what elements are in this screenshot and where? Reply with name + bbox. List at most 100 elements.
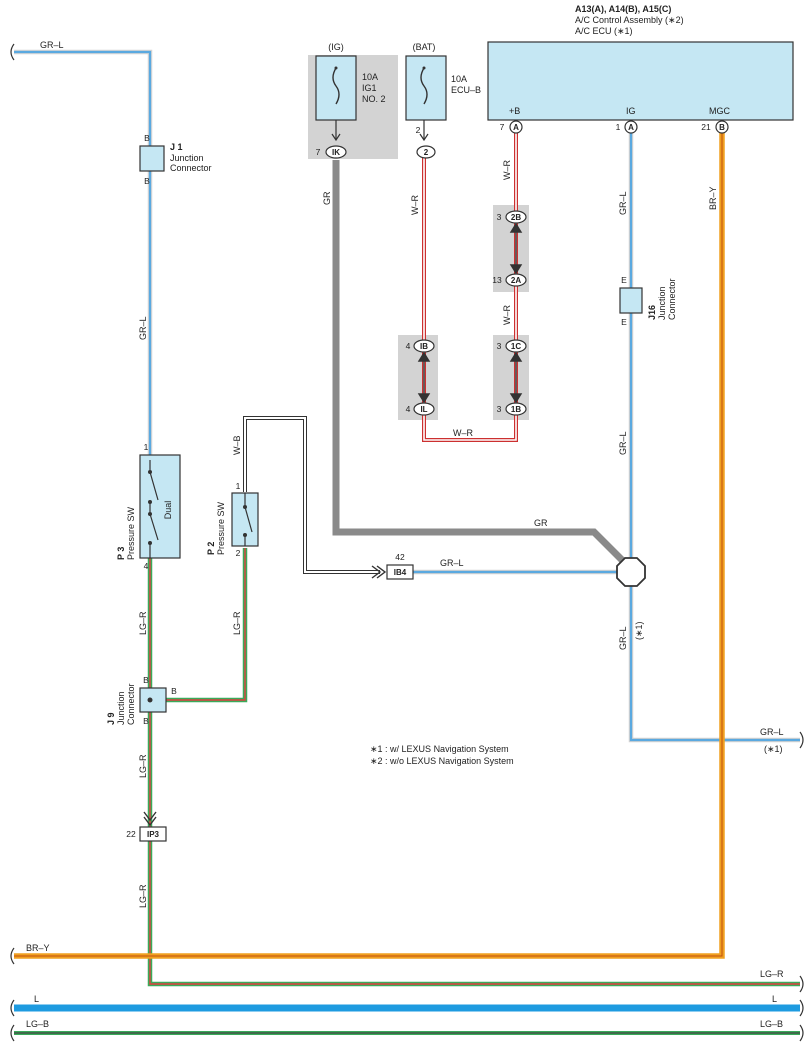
note-1: ∗1 : w/ LEXUS Navigation System	[370, 744, 509, 754]
svg-text:22: 22	[126, 829, 136, 839]
wire-label-gr: GR	[322, 191, 332, 205]
wire-lg-r-p2	[165, 548, 248, 703]
p3-inner: Dual	[163, 501, 173, 520]
ecu-term-mgc: B 21	[701, 120, 729, 134]
wire-label-gr-l-right-mid: GR–L	[618, 431, 628, 455]
wire-label-gr-l-right-low: GR–L	[618, 626, 628, 650]
wire-label-l-right: L	[772, 994, 777, 1004]
connector-il: IL 4	[406, 402, 435, 416]
connector-2-link	[509, 222, 523, 275]
wire-label-lg-r-j9: LG–R	[138, 754, 148, 778]
svg-text:4: 4	[406, 404, 411, 414]
p3-pin-top: 1	[144, 442, 149, 452]
svg-text:1C: 1C	[511, 342, 521, 351]
svg-text:4: 4	[406, 341, 411, 351]
svg-text:2B: 2B	[511, 213, 521, 222]
wire-label-lg-r-p3: LG–R	[138, 611, 148, 635]
wire-gr	[332, 160, 625, 563]
wire-label-lg-b-right: LG–B	[760, 1019, 783, 1029]
p2-pin-top: 1	[236, 481, 241, 491]
svg-text:3: 3	[497, 212, 502, 222]
connector-1b: 1B 3	[497, 402, 527, 416]
wire-br-y	[14, 132, 725, 959]
wire-label-br-y: BR–Y	[26, 943, 50, 953]
svg-text:B: B	[719, 123, 725, 132]
svg-text:7: 7	[500, 122, 505, 132]
ecu-line2: A/C ECU (∗1)	[575, 26, 633, 36]
connector-1c: 1C 3	[497, 339, 527, 353]
j16-l2: Connector	[667, 278, 677, 320]
wire-label-w-r-top: W–R	[502, 160, 512, 181]
wire-label-gr-l-exit: GR–L	[760, 727, 784, 737]
svg-text:13: 13	[492, 275, 502, 285]
svg-text:IL: IL	[420, 405, 427, 414]
ig-fuse-l1: 10A	[362, 72, 378, 82]
svg-text:IK: IK	[332, 148, 340, 157]
p2-pin-bot: 2	[236, 548, 241, 558]
svg-text:A: A	[513, 123, 519, 132]
wire-label-lg-r-ip3: LG–R	[138, 884, 148, 908]
wire-end-brackets	[10, 43, 804, 1042]
svg-text:A: A	[628, 123, 634, 132]
wire-label-w-r-bottom: W–R	[453, 428, 474, 438]
ig-fuse-icon	[332, 67, 340, 105]
wire-label-star1-exit: (∗1)	[764, 744, 783, 754]
ecu-term-ig-label: IG	[626, 106, 636, 116]
j16-l1: Junction	[657, 286, 667, 320]
wire-lg-r-left	[147, 558, 800, 987]
note-2: ∗2 : w/o LEXUS Navigation System	[370, 756, 514, 766]
connector-i-link	[417, 351, 431, 404]
wire-gr-l-right	[628, 132, 800, 743]
svg-text:IP3: IP3	[147, 830, 160, 839]
ecu-term-b: A 7	[500, 120, 523, 134]
wire-label-br-y-vert: BR–Y	[708, 186, 718, 210]
connector-ib4: IB4 42	[371, 552, 414, 580]
p2-name: Pressure SW	[216, 501, 226, 555]
j1-l2: Connector	[170, 163, 212, 173]
svg-text:2: 2	[424, 148, 429, 157]
bat-fuse-l2: ECU–B	[451, 85, 481, 95]
j9-id: J 9	[106, 712, 116, 725]
svg-text:1B: 1B	[511, 405, 521, 414]
j16-id: J16	[647, 305, 657, 320]
svg-text:IB: IB	[420, 342, 428, 351]
connector-ip3: IP3 22	[126, 811, 167, 842]
j16-bot-pin: E	[621, 317, 627, 327]
svg-text:7: 7	[316, 147, 321, 157]
wire-gr-l-left	[14, 49, 153, 460]
connector-2b: 2B 3	[497, 210, 527, 224]
ecu-term-b-label: +B	[509, 106, 520, 116]
ig-fuse-connector: IK 7	[316, 145, 347, 159]
svg-text:1: 1	[616, 122, 621, 132]
wire-label-gr-l-ib4: GR–L	[440, 558, 464, 568]
j1-top-pin: B	[144, 133, 150, 143]
svg-text:2A: 2A	[511, 276, 521, 285]
svg-text:3: 3	[497, 404, 502, 414]
wire-label-l-left: L	[34, 994, 39, 1004]
ig-fuse-l3: NO. 2	[362, 94, 386, 104]
j16-top-pin: E	[621, 275, 627, 285]
p3-switch	[139, 454, 181, 559]
wire-label-w-r-left: W–R	[410, 195, 420, 216]
ig-fuse	[315, 55, 357, 142]
connector-1-link	[509, 351, 523, 404]
j16-connector	[619, 287, 643, 314]
j1-l1: Junction	[170, 153, 204, 163]
j1-id: J 1	[170, 142, 183, 152]
bat-fuse-connector: 2 2	[416, 125, 436, 159]
ecu-title: A13(A), A14(B), A15(C)	[575, 4, 671, 14]
wire-label-gr-l-left: GR–L	[138, 316, 148, 340]
wire-label-gr-l-top: GR–L	[40, 40, 64, 50]
wire-label-lg-r-p2: LG–R	[232, 611, 242, 635]
j9-l1: Junction	[116, 691, 126, 725]
bat-fuse	[405, 55, 447, 142]
j9-bot-pin: B	[143, 716, 149, 726]
j9-connector	[139, 687, 167, 713]
wire-label-gr-l-right-top: GR–L	[618, 191, 628, 215]
svg-text:2: 2	[416, 125, 421, 135]
j1-connector	[139, 145, 165, 172]
wire-label-gr-h: GR	[534, 518, 548, 528]
bat-fuse-l1: 10A	[451, 74, 467, 84]
j1-bot-pin: B	[144, 176, 150, 186]
